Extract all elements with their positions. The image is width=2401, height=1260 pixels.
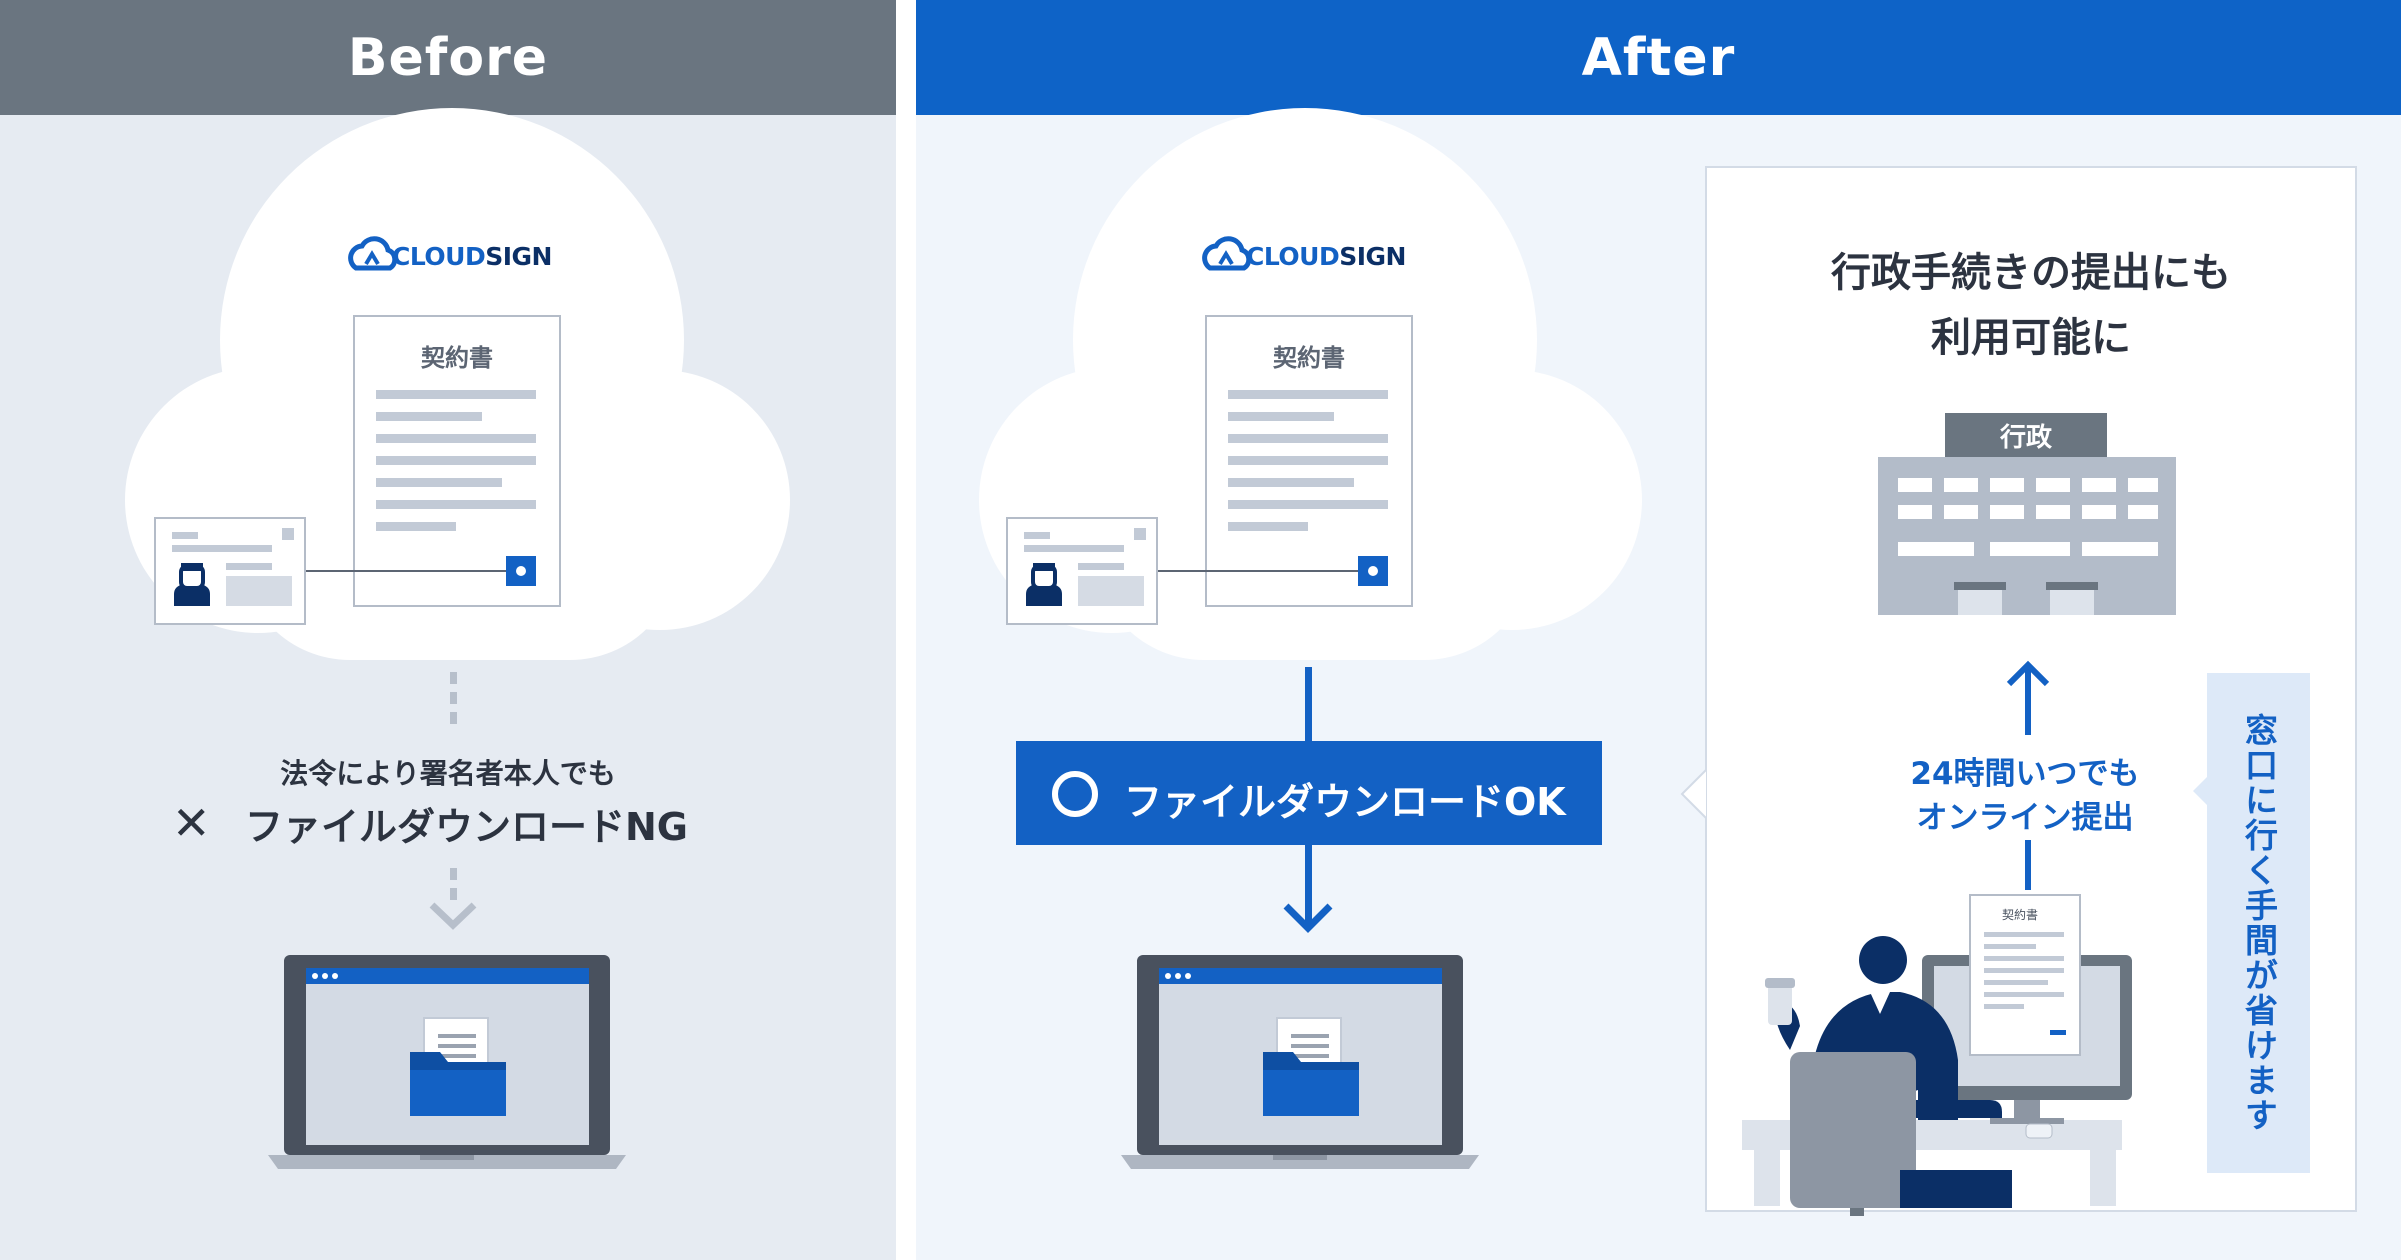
cloudsign-logo-icon (348, 236, 398, 271)
contract-document-label: 契約書 (421, 344, 493, 372)
after-cloudsign-logo-icon (1202, 236, 1252, 271)
small-contract-label: 契約書 (2001, 908, 2038, 922)
card-title-line2: 利用可能に (1931, 315, 2131, 361)
online-submit-text: オンライン提出 (1916, 800, 2134, 836)
legal-note-text: 法令により署名者本人でも (280, 757, 616, 790)
after-cloudsign-brand-text: CLOUDSIGN (1246, 242, 1406, 271)
dotted-arrow-icon (429, 868, 477, 930)
government-building-icon (1878, 413, 2176, 615)
after-contract-document-label: 契約書 (1273, 344, 1345, 372)
government-label: 行政 (1999, 422, 2052, 453)
up-arrow-icon (2006, 660, 2050, 890)
laptop-icon (268, 955, 626, 1169)
download-ok-text: ファイルダウンロードOK (1124, 780, 1566, 824)
card-title-line1: 行政手続きの提出にも (1831, 250, 2231, 296)
online-submission-scene-icon (1742, 894, 2132, 1216)
after-contract-document-icon (1205, 315, 1413, 607)
before-illustration (125, 108, 790, 1169)
after-id-card-icon (1006, 517, 1158, 625)
contract-document-icon (353, 315, 561, 607)
ok-circle-icon (1052, 771, 1098, 817)
after-laptop-icon (1121, 955, 1479, 1169)
ng-cross-icon: ✕ (172, 796, 211, 850)
side-note-box: 窓口に行く手間が省けます (2207, 673, 2310, 1173)
down-arrow-icon (1283, 667, 1333, 933)
dotted-connector (450, 672, 457, 724)
submit-anytime-text: 24時間いつでも (1910, 756, 2140, 792)
cloudsign-brand-text: CLOUDSIGN (392, 242, 552, 271)
id-card-icon (154, 517, 306, 625)
before-header: Before (0, 0, 896, 115)
download-ok-banner: ファイルダウンロードOK (1016, 741, 1602, 845)
download-ng-text: ファイルダウンロードNG (245, 805, 688, 849)
after-header: After (916, 0, 2401, 115)
callout-pointer (1682, 770, 1706, 818)
before-panel: Before (0, 0, 896, 1260)
